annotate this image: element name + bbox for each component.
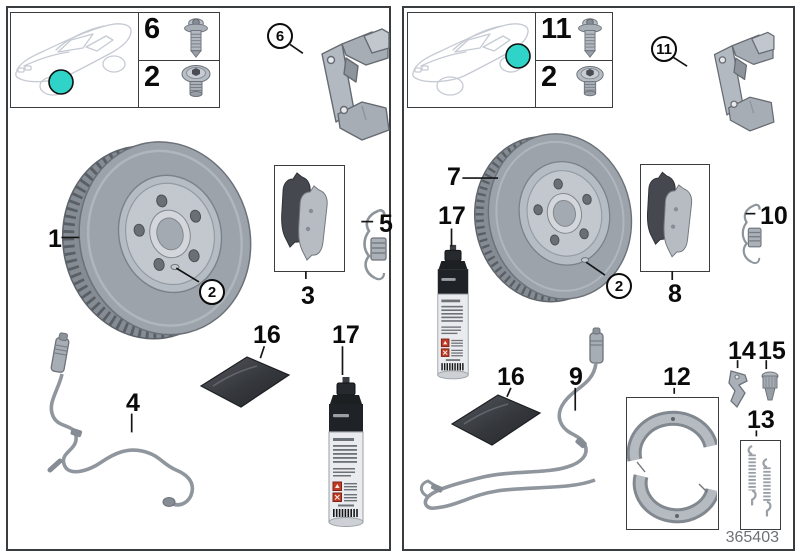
panel-front-brakes: 6 2 [6, 6, 393, 551]
countersunk-screw-icon [181, 64, 211, 97]
front-axle-highlight-dot [48, 69, 74, 95]
callout-pads[interactable]: 8 [668, 280, 682, 308]
fastener-number[interactable]: 6 [144, 13, 161, 45]
brake-disc-rear [473, 133, 633, 303]
callout-carrier-circled[interactable]: 11 [651, 36, 677, 62]
rear-axle-highlight-dot [505, 43, 531, 69]
fastener-cell-plug-screw: 2 [535, 60, 613, 108]
brake-pads-box-front [274, 165, 345, 272]
hub-set-screw [170, 263, 180, 271]
callout-clip[interactable]: 10 [760, 202, 788, 230]
callout-hub-screw-circled[interactable]: 2 [199, 279, 225, 305]
caliper-carrier-rear [713, 31, 775, 132]
callout-grease[interactable]: 16 [497, 363, 525, 391]
callout-springs[interactable]: 13 [747, 406, 775, 434]
caliper-carrier-front [321, 28, 390, 141]
brake-wear-sensor-rear [419, 327, 604, 510]
car-sketch-rear-axle [412, 23, 531, 96]
parking-brake-shoes [626, 410, 721, 524]
callout-clip[interactable]: 5 [379, 210, 393, 238]
fastener-cell-bolt: 11 [535, 12, 613, 61]
pad-retaining-clip-front [363, 209, 387, 281]
return-springs [747, 444, 772, 517]
fastener-number[interactable]: 11 [541, 13, 572, 45]
callout-hub-screw-circled[interactable]: 2 [606, 273, 632, 299]
fastener-number[interactable]: 2 [144, 60, 161, 93]
fastener-cell-bolt: 6 [138, 12, 220, 61]
callout-carrier-circled[interactable]: 6 [267, 23, 293, 49]
callout-expander[interactable]: 14 [728, 337, 756, 365]
diagram-number: 365403 [725, 529, 779, 546]
callout-disc[interactable]: 1 [48, 225, 62, 253]
shoe-expander [728, 370, 748, 409]
brake-cleaner-can-front [328, 377, 364, 527]
brake-pads-box-rear [640, 164, 710, 272]
brake-pads-rear [646, 171, 693, 258]
grease-packet-rear [450, 394, 542, 446]
callout-adjuster[interactable]: 15 [758, 337, 786, 365]
callout-shoes[interactable]: 12 [663, 363, 691, 391]
callout-disc[interactable]: 7 [447, 163, 461, 191]
brake-pads-front [281, 172, 328, 261]
car-sketch-front-axle [15, 23, 132, 96]
torx-bolt-icon [184, 18, 208, 58]
fastener-cell-plug-screw: 2 [138, 60, 220, 108]
callout-cleaner[interactable]: 17 [438, 202, 466, 230]
car-locator-box [407, 12, 537, 108]
brake-cleaner-can-rear [437, 244, 469, 380]
callout-grease[interactable]: 16 [253, 321, 281, 349]
car-locator-box [10, 12, 140, 108]
grease-packet-front [199, 356, 291, 408]
torx-bolt-icon [578, 18, 602, 58]
parking-brake-shoes-box [626, 397, 721, 530]
callout-sensor[interactable]: 4 [126, 389, 140, 417]
hub-set-screw [580, 257, 590, 263]
callout-pads[interactable]: 3 [301, 282, 315, 310]
pad-retaining-clip-rear [741, 203, 762, 265]
fastener-number[interactable]: 2 [541, 60, 558, 93]
brake-disc-front [62, 141, 252, 340]
shoe-adjuster [761, 371, 779, 401]
callout-cleaner[interactable]: 17 [332, 321, 360, 349]
shoe-springs-box [740, 440, 781, 530]
brake-wear-sensor-front [47, 332, 195, 507]
countersunk-screw-icon [576, 65, 604, 96]
fastener-column: 6 2 [138, 12, 220, 108]
callout-sensor[interactable]: 9 [569, 363, 583, 391]
fastener-column: 11 2 [535, 12, 613, 108]
panel-rear-brakes: 11 2 [402, 6, 795, 551]
